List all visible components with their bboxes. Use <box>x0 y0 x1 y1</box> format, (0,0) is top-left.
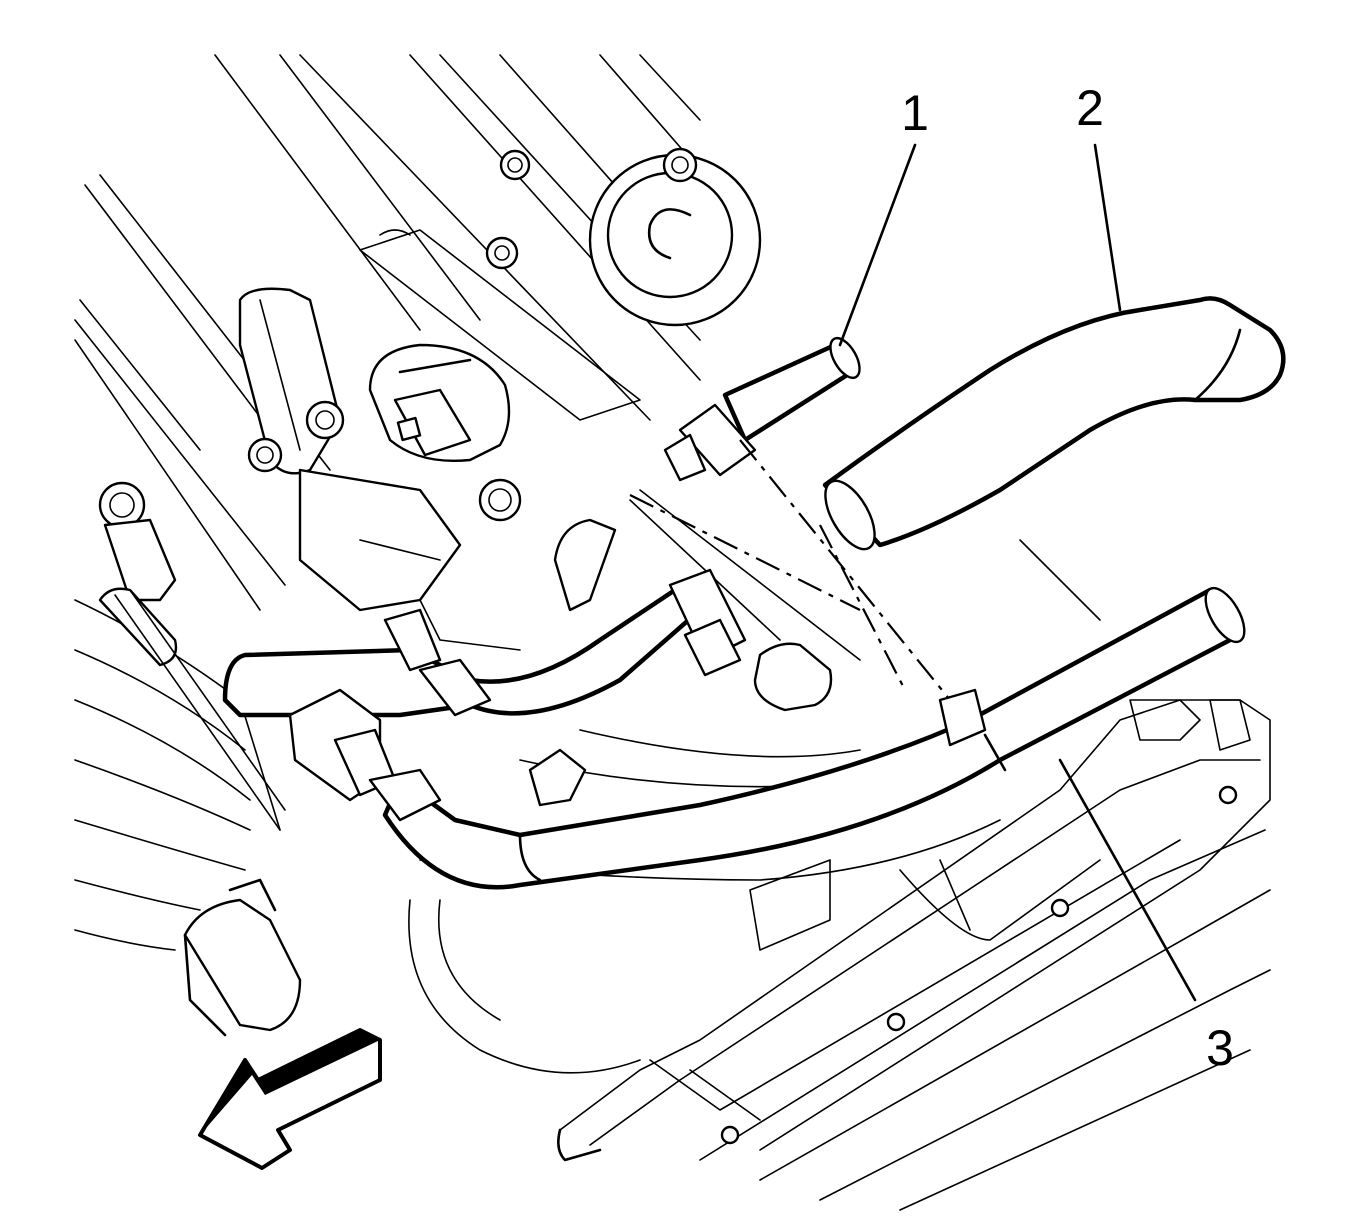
coolant-hose-3 <box>382 586 1246 890</box>
callout-leaders <box>838 143 1197 1002</box>
sensor-left <box>98 518 302 1037</box>
coolant-hose-2 <box>822 296 1286 551</box>
engine-block-outline <box>74 54 1271 1211</box>
leader-line-1 <box>838 143 917 347</box>
callout-2-label: 2 <box>1076 80 1104 136</box>
front-arrow-icon <box>198 1028 382 1170</box>
upper-hose-left <box>222 518 833 718</box>
alignment-lines <box>629 439 951 701</box>
throttle-body <box>238 287 521 651</box>
callout-3-label: 3 <box>1206 1020 1234 1076</box>
leader-line-2 <box>1093 143 1122 312</box>
callout-1-label: 1 <box>901 85 929 141</box>
bolts <box>98 147 1238 1145</box>
reservoir-cap <box>588 153 762 327</box>
coolant-hose-1 <box>663 336 861 482</box>
hose-connectors <box>288 688 987 822</box>
leader-line-3 <box>1058 758 1197 1002</box>
